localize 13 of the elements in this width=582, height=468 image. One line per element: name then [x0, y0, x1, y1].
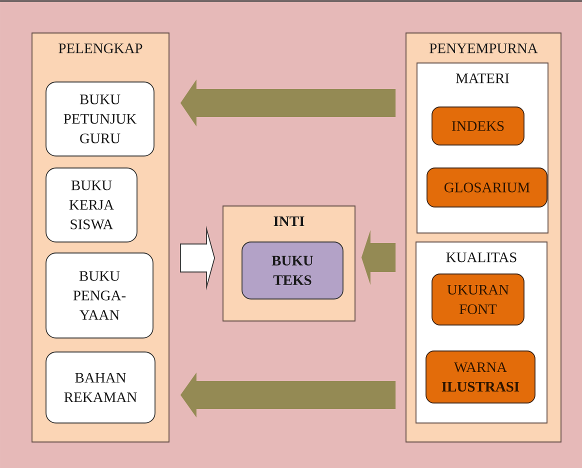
- block-arrow: [361, 230, 396, 285]
- block-arrow: [180, 80, 396, 126]
- rounded-box: BUKU PENGA- YAAN: [46, 252, 154, 338]
- rounded-box: BUKU TEKS: [242, 242, 344, 300]
- rounded-box: BAHAN REKAMAN: [46, 352, 156, 424]
- rounded-box: GLOSARIUM: [426, 168, 548, 208]
- rounded-box: INDEKS: [432, 106, 524, 146]
- rounded-box: WARNA ILUSTRASI: [426, 350, 536, 404]
- rounded-box: UKURAN FONT: [432, 274, 524, 326]
- block-arrow: [180, 226, 216, 290]
- rounded-box: BUKU PETUNJUK GURU: [46, 82, 154, 156]
- rounded-box: BUKU KERJA SISWA: [46, 168, 138, 242]
- block-arrow: [180, 372, 396, 418]
